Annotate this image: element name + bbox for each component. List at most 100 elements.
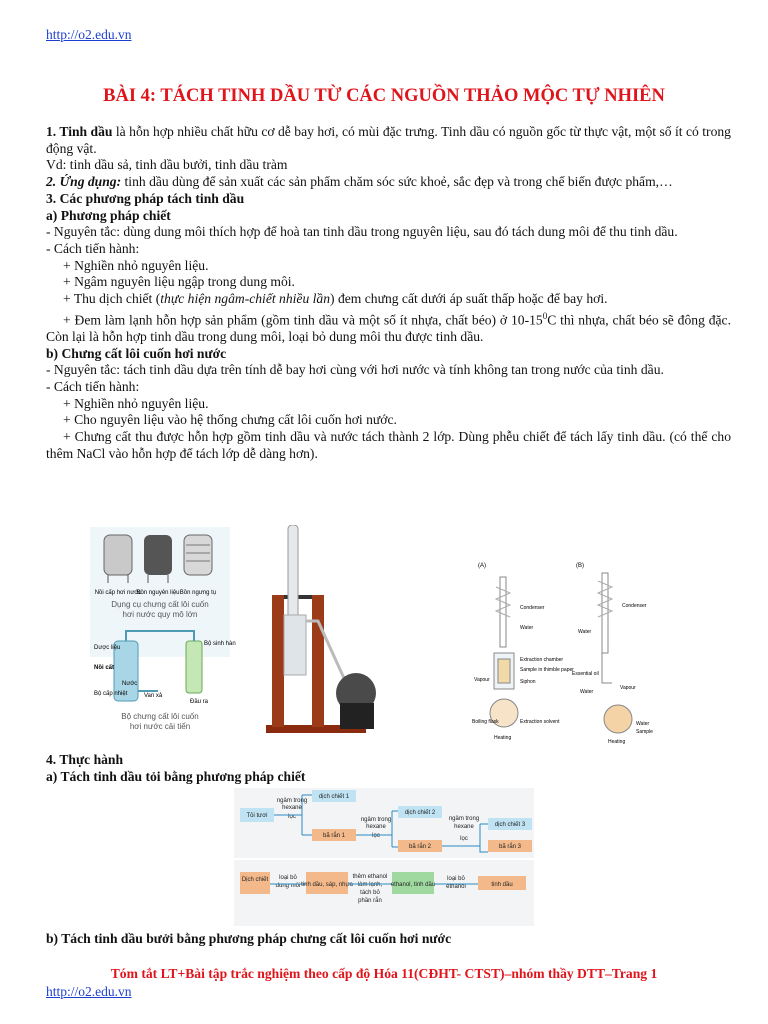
label-heating-b: Heating xyxy=(608,739,625,745)
edge-filter-1: lọc xyxy=(288,814,296,820)
footer-link[interactable]: http://o2.edu.vn xyxy=(46,984,132,999)
node-extract-1: dịch chiết 1 xyxy=(319,794,350,800)
label-condenser: Bồn ngưng tụ xyxy=(180,590,216,596)
section-2: 2. Ứng dụng: tinh dầu dùng để sản xuất c… xyxy=(46,174,731,191)
edge-remove-2: loại bỏ xyxy=(447,875,465,882)
section-4-heading: 4. Thực hành xyxy=(46,752,124,767)
boiler-icon xyxy=(103,534,133,583)
edge-ethanol: ethanol xyxy=(446,884,466,890)
header-link[interactable]: http://o2.edu.vn xyxy=(46,27,132,42)
edge-solvent: dung môi xyxy=(276,883,301,889)
page-title: BÀI 4: TÁCH TINH DẦU TỪ CÁC NGUỒN THẢO M… xyxy=(103,86,665,106)
edge-filter-2: lọc xyxy=(372,833,380,839)
section-1-example: Vd: tinh dầu sả, tinh dầu bưởi, tinh dầu… xyxy=(46,157,288,173)
label-water-b: Water xyxy=(578,629,591,635)
node-ethanol-oil: ethanol, tinh dầu xyxy=(391,882,435,888)
label-thimble: Sample in thimble paper xyxy=(520,667,574,673)
node-extract: Dịch chiết xyxy=(242,877,269,883)
label-chamber: Extraction chamber xyxy=(520,657,563,663)
section-3a-principle: - Nguyên tắc: dùng dung môi thích hợp để… xyxy=(46,224,678,240)
step-4-pre: + Đem làm lạnh hỗn hợp sản phẩm (gồm tin… xyxy=(63,312,543,328)
caption-improved-2: hơi nước cải tiến xyxy=(130,722,190,731)
section-3b-heading-text: b) Chưng cất lôi cuốn hơi nước xyxy=(46,345,227,361)
section-3b-step-2: + Cho nguyên liệu vào hệ thống chưng cất… xyxy=(63,412,397,428)
section-3a-heading-text: a) Phương pháp chiết xyxy=(46,207,171,223)
section-3a-step-4: + Đem làm lạnh hỗn hợp sản phẩm (gồm tin… xyxy=(46,308,731,346)
label-oil: Essential oil xyxy=(572,671,599,677)
label-water-b2: Water xyxy=(580,689,593,695)
label-pot: Nồi cất xyxy=(94,664,114,671)
section-3a-step-1: + Nghiền nhỏ nguyên liệu. xyxy=(63,257,209,273)
label-heater: Bộ cấp nhiệt xyxy=(94,691,128,697)
node-extract-2: dịch chiết 2 xyxy=(405,810,436,816)
label-siphon: Siphon xyxy=(520,679,536,685)
section-3b-step-1: + Nghiền nhỏ nguyên liệu. xyxy=(63,395,209,411)
step-4-sup: 0 xyxy=(542,310,548,321)
section-3b-steps-label: - Cách tiến hành: xyxy=(46,379,140,395)
section-3b-principle: - Nguyên tắc: tách tinh dầu dựa trên tín… xyxy=(46,362,664,378)
section-3a-heading: a) Phương pháp chiết xyxy=(46,208,731,225)
label-water: Nước xyxy=(122,681,137,687)
extraction-diagrams: (A) (B) Condenser Water Extraction chamb… xyxy=(470,557,704,747)
section-2-heading: 2. Ứng dụng: xyxy=(46,174,122,190)
node-residue-1: bã rắn 1 xyxy=(323,832,346,839)
label-herb: Dược liệu xyxy=(94,645,120,651)
label-valve: Van xả xyxy=(144,693,163,699)
caption-improved: Bộ chưng cất lôi cuốn xyxy=(121,712,198,721)
soxhlet-apparatus-photo xyxy=(258,525,410,737)
label-cooler: Bộ sinh hàn xyxy=(204,641,236,647)
step-4-post: C thì nhựa, chất béo sẽ đông đặc. Còn lạ… xyxy=(46,312,731,344)
node-essential-oil: tinh dầu xyxy=(491,882,512,888)
caption-large-scale-2: hơi nước quy mô lớn xyxy=(123,610,198,619)
edge-soak-1: ngâm trong xyxy=(277,798,307,804)
flowchart-oil-purification: Dịch chiết loại bỏ dung môi tinh dầu, sá… xyxy=(234,860,534,926)
edge-remove-1: loại bỏ xyxy=(279,874,297,881)
label-condenser-b: Condenser xyxy=(622,603,647,609)
edge-filter-3: lọc xyxy=(460,836,468,842)
step-3-pre: + Thu dịch chiết ( xyxy=(63,291,161,307)
edge-hexane-2: hexane xyxy=(366,824,386,830)
step-3-post: ) đem chưng cất dưới áp suất thấp hoặc đ… xyxy=(330,291,608,307)
apparatus-b xyxy=(596,572,633,734)
condenser-tank-icon xyxy=(183,534,213,576)
edge-add-ethanol: thêm ethanol xyxy=(353,874,388,880)
node-residue-2: bã rắn 2 xyxy=(409,843,432,850)
section-3a-step-2: + Ngâm nguyên liệu ngập trong dung môi. xyxy=(63,274,295,290)
section-3b-step-3: + Chưng cất thu được hỗn hợp gồm tinh dầ… xyxy=(46,429,731,461)
improved-apparatus-icon xyxy=(113,630,203,702)
node-residue-3: bã rắn 3 xyxy=(499,843,522,850)
footer-text: Tóm tắt LT+Bài tập trắc nghiệm theo cấp … xyxy=(110,966,658,981)
node-extract-3: dịch chiết 3 xyxy=(495,822,526,828)
section-1: 1. Tinh dầu là hỗn hợp nhiều chất hữu cơ… xyxy=(46,124,731,157)
steam-distillation-figure: Nồi cấp hơi nước Bồn nguyên liệu Bồn ngư… xyxy=(86,521,236,743)
section-1-text: là hỗn hợp nhiều chất hữu cơ dễ bay hơi,… xyxy=(46,124,731,156)
label-outlet: Đầu ra xyxy=(190,699,209,705)
edge-soak-3: ngâm trong xyxy=(449,816,479,822)
section-3b-heading: b) Chưng cất lôi cuốn hơi nước xyxy=(46,346,731,363)
edge-separate: tách bỏ xyxy=(360,889,380,896)
label-heating-a: Heating xyxy=(494,735,511,741)
section-3a-steps-label: - Cách tiến hành: xyxy=(46,240,140,256)
section-4b-heading: b) Tách tinh dầu bưởi bằng phương pháp c… xyxy=(46,931,452,946)
label-water-b3: Water xyxy=(636,721,649,727)
section-3a-step-3: + Thu dịch chiết (thực hiện ngâm-chiết n… xyxy=(46,291,731,308)
edge-hexane-1: hexane xyxy=(282,805,302,811)
section-4a-heading: a) Tách tinh dầu tỏi bằng phương pháp ch… xyxy=(46,769,306,784)
label-sample: Sample xyxy=(636,729,653,735)
label-condenser-a: Condenser xyxy=(520,605,545,611)
node-garlic: Tỏi tươi xyxy=(247,812,268,819)
step-3-italic: thực hiện ngâm-chiết nhiều lần xyxy=(160,291,331,307)
apparatus-a xyxy=(489,576,519,728)
label-b: (B) xyxy=(576,563,584,569)
section-3-heading: 3. Các phương pháp tách tinh dầu xyxy=(46,191,731,208)
label-solvent: Extraction solvent xyxy=(520,719,560,725)
edge-hexane-3: hexane xyxy=(454,824,474,830)
content: 1. Tinh dầu là hỗn hợp nhiều chất hữu cơ… xyxy=(46,124,731,463)
label-vapour-b: Vapour xyxy=(620,685,636,691)
material-tank-icon xyxy=(144,535,172,583)
section-2-text: tinh dầu dùng để sản xuất các sản phẩm c… xyxy=(121,174,673,190)
edge-soak-2: ngâm trong xyxy=(361,817,391,823)
node-oil-wax-resin: tinh dầu, sáp, nhựa xyxy=(301,882,353,888)
edge-solid-phase: phần rắn xyxy=(358,897,382,904)
label-flask: Boiling flask xyxy=(472,719,499,725)
